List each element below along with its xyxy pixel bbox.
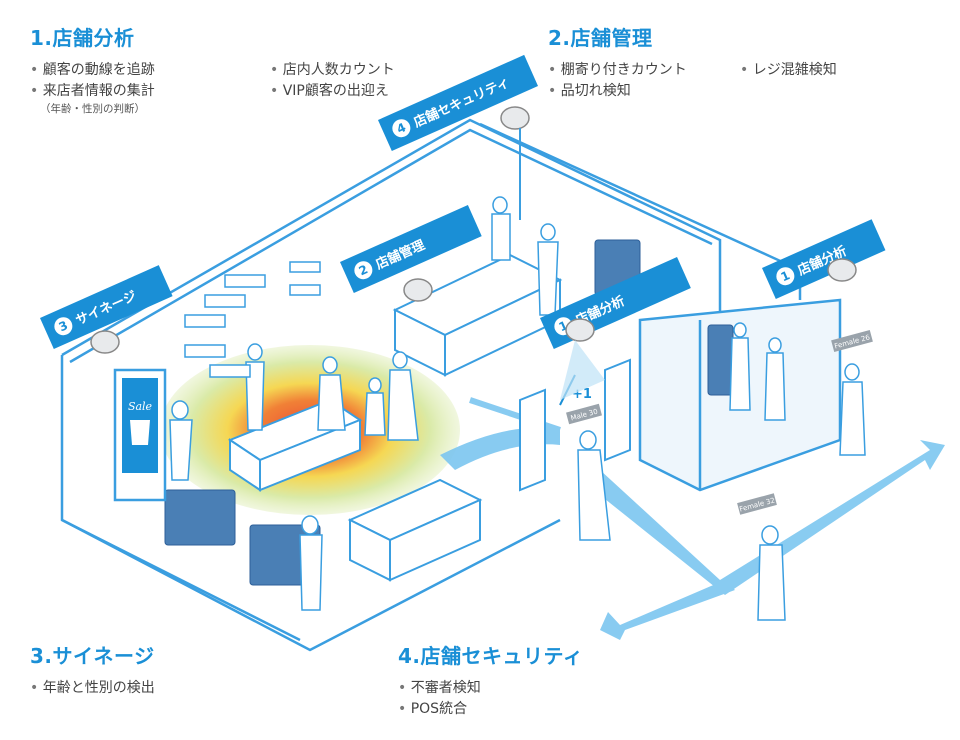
- analysis-list-1: 顧客の動線を追跡 来店者情報の集計 （年齢・性別の判断）: [30, 60, 155, 116]
- camera-security-icon: [500, 106, 530, 130]
- management-list-2: レジ混雑検知: [740, 60, 837, 81]
- analysis-item: 店内人数カウント: [270, 60, 395, 81]
- camera-analysis-entrance-icon: [565, 318, 595, 342]
- camera-management-icon: [403, 278, 433, 302]
- digital-signage: Sale: [113, 368, 167, 502]
- analysis-subnote: （年齢・性別の判断）: [40, 103, 145, 115]
- management-item: レジ混雑検知: [740, 60, 837, 81]
- camera-signage-icon: [90, 330, 120, 354]
- management-item: 棚寄り付きカウント: [548, 60, 687, 81]
- signage-list: 年齢と性別の検出: [30, 678, 155, 699]
- detection-tags: Male 30 Female 32 Female 26: [566, 330, 873, 515]
- analysis-list-2: 店内人数カウント VIP顧客の出迎え: [270, 60, 395, 102]
- signage-title: 3.サイネージ: [30, 644, 155, 668]
- analysis-item: 顧客の動線を追跡: [30, 60, 155, 81]
- management-title: 2.店舗管理: [548, 26, 653, 50]
- management-item: 品切れ検知: [548, 81, 687, 102]
- shelf-unit: [347, 478, 483, 582]
- security-gates: [519, 358, 631, 492]
- camera-sign-analysis-window: 1 店舗分析: [762, 219, 886, 300]
- shoppers: [169, 196, 866, 621]
- security-list: 不審者検知 POS統合: [398, 678, 481, 720]
- sale-sign-text: Sale: [128, 400, 153, 413]
- security-item: 不審者検知: [398, 678, 481, 699]
- camera-sign-signage: 3 サイネージ: [40, 265, 173, 350]
- camera-sign-management: 2 店舗管理: [340, 205, 482, 294]
- management-list-1: 棚寄り付きカウント 品切れ検知: [548, 60, 687, 102]
- analysis-title: 1.店舗分析: [30, 26, 135, 50]
- security-title: 4.店舗セキュリティ: [398, 644, 584, 668]
- analysis-item: VIP顧客の出迎え: [270, 81, 395, 102]
- security-item: POS統合: [398, 699, 481, 720]
- camera-analysis-window-icon: [827, 258, 857, 282]
- wall-shelves: [184, 261, 321, 378]
- signage-item: 年齢と性別の検出: [30, 678, 155, 699]
- analysis-item: 来店者情報の集計: [30, 81, 155, 102]
- checkout-counter: [392, 253, 563, 377]
